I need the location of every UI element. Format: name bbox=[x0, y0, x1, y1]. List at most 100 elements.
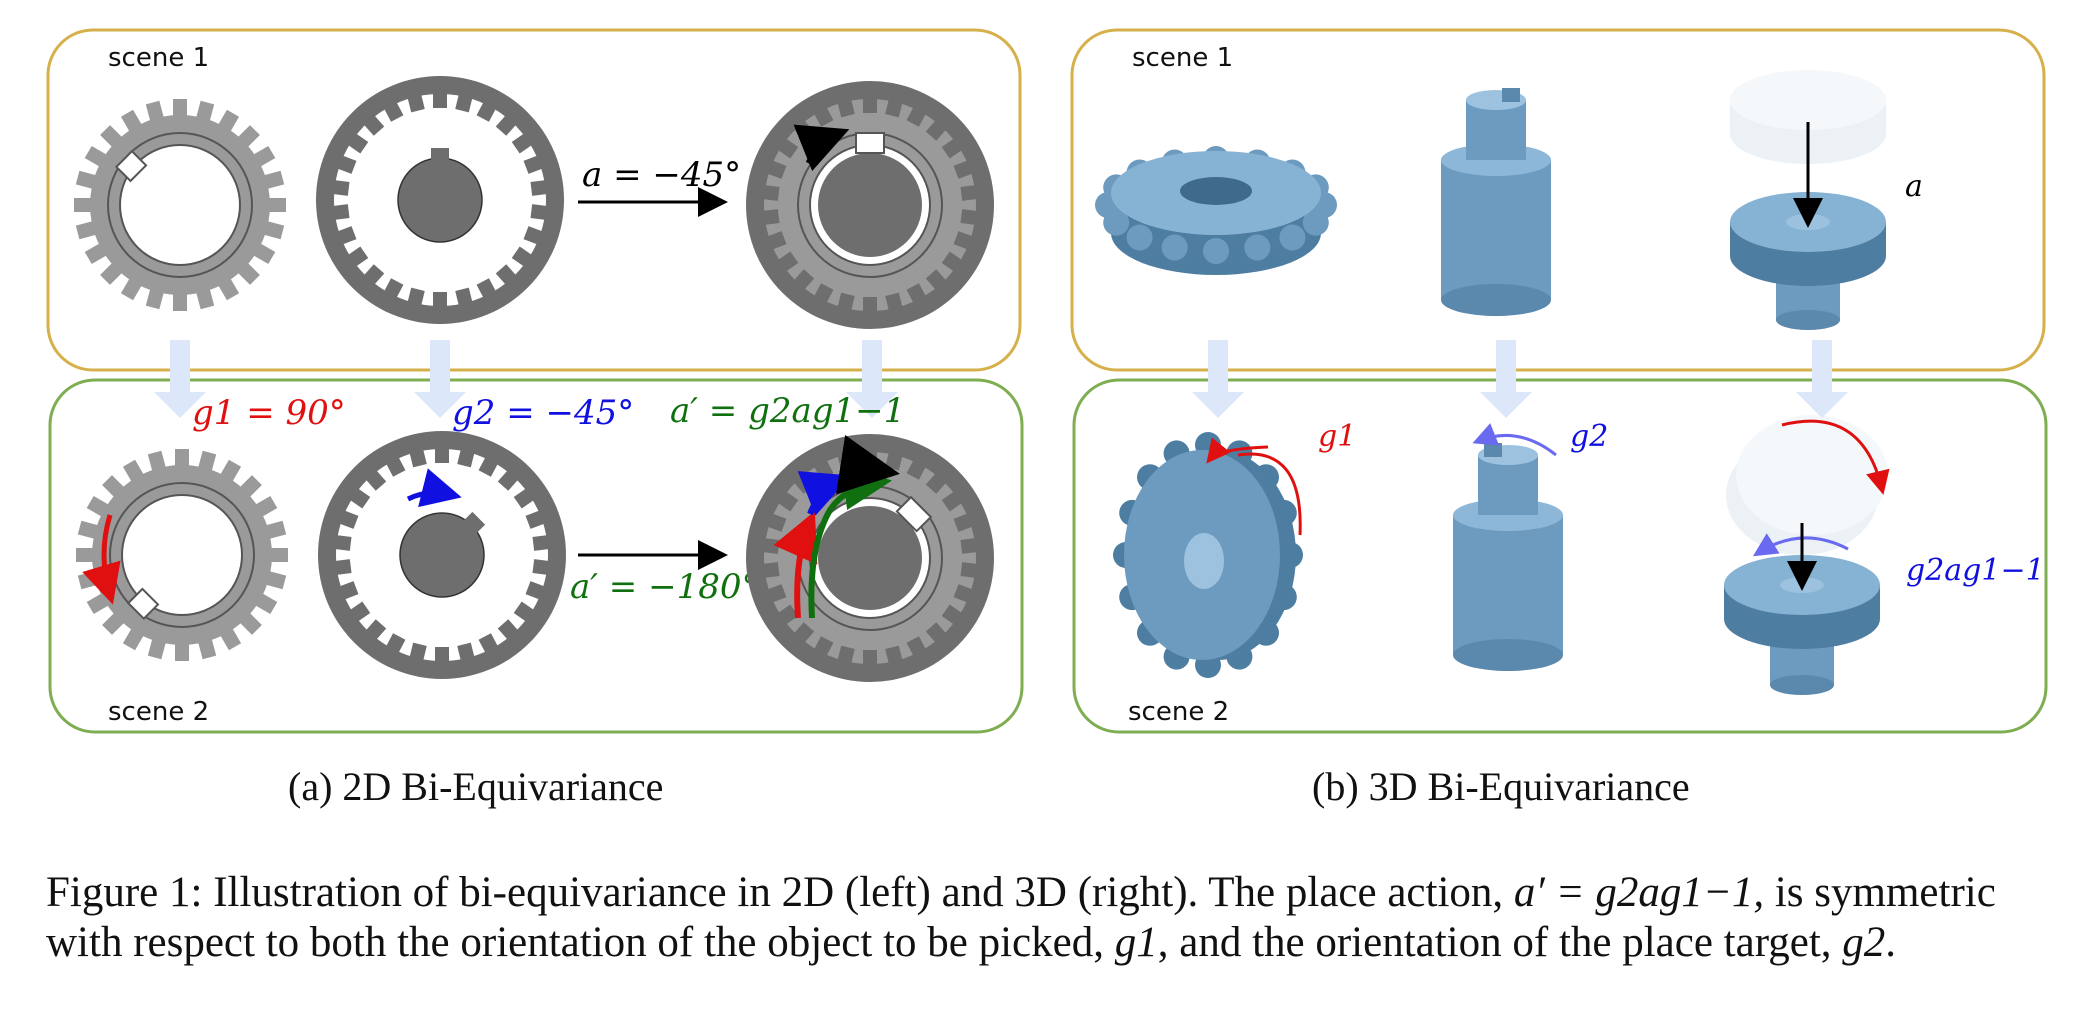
ring-tooth bbox=[385, 633, 406, 654]
ring-tooth bbox=[435, 647, 449, 663]
ring-tooth bbox=[953, 160, 974, 179]
gear-tooth bbox=[74, 198, 94, 212]
ring-tooth bbox=[497, 619, 519, 641]
ring-tooth bbox=[347, 132, 369, 154]
ring-tooth bbox=[331, 180, 350, 196]
panel-b-3d: scene 1 scene 2 bbox=[1070, 28, 2048, 809]
caption-prefix: Figure 1: Illustration of bi-equivarianc… bbox=[46, 869, 1504, 916]
ring-tooth bbox=[365, 469, 387, 491]
ring-tooth bbox=[457, 642, 475, 662]
place-result-3d-scene2 bbox=[1724, 415, 1890, 695]
ring-tooth bbox=[455, 287, 473, 307]
ring-tooth bbox=[433, 92, 447, 108]
ring-tooth bbox=[347, 246, 369, 268]
gear-tooth bbox=[1270, 584, 1297, 611]
gear-tooth bbox=[266, 198, 286, 212]
ring-tooth bbox=[885, 645, 903, 665]
ring-tooth bbox=[837, 98, 855, 118]
gear-tooth bbox=[173, 291, 187, 311]
ring-tooth bbox=[365, 619, 387, 641]
ring-tooth bbox=[455, 93, 473, 113]
a-label-3d: a bbox=[1905, 169, 1923, 204]
panel-a-caption: (a) 2D Bi-Equivariance bbox=[288, 764, 663, 809]
gear-3d-pick-scene2 bbox=[1113, 432, 1303, 678]
ring-tooth bbox=[513, 601, 535, 623]
flow-arrows-a bbox=[154, 340, 898, 418]
ring-tooth bbox=[941, 251, 963, 273]
a-prime-formula-2d: a′ = g2ag1−1 bbox=[670, 391, 905, 431]
ring-tooth bbox=[925, 269, 947, 291]
peg-3d-scene1 bbox=[1441, 88, 1551, 316]
ring-tooth bbox=[777, 604, 799, 626]
ring-tooth bbox=[530, 204, 549, 220]
ring-tooth bbox=[457, 448, 475, 468]
ring-inner-teeth bbox=[761, 97, 979, 313]
ring-tooth bbox=[349, 487, 371, 509]
g2-label-3d: g2 bbox=[1570, 419, 1608, 454]
ring-tooth bbox=[532, 535, 551, 551]
panel-b-scene1-label: scene 1 bbox=[1132, 43, 1233, 73]
place-result-2d-scene1 bbox=[746, 81, 994, 329]
ring-tooth bbox=[777, 490, 799, 512]
gear-2d-pick-scene2 bbox=[76, 449, 288, 661]
ring-tooth bbox=[813, 636, 834, 657]
ring-tooth bbox=[333, 535, 352, 551]
panel-a-scene2-label: scene 2 bbox=[108, 697, 209, 727]
ring-tooth bbox=[953, 513, 974, 532]
ring-tooth bbox=[761, 538, 780, 554]
ring-tooth bbox=[941, 490, 963, 512]
ring-tooth bbox=[885, 98, 903, 118]
ring-tooth bbox=[761, 209, 780, 225]
action-label-scene1: a = −45° bbox=[582, 155, 741, 195]
ring-tooth bbox=[837, 292, 855, 312]
gear-tooth bbox=[76, 548, 96, 562]
ring-tooth bbox=[336, 155, 357, 174]
place-target-2d-scene1 bbox=[316, 76, 564, 324]
caption-middle: is symmetric with respect to both the or… bbox=[46, 869, 1996, 966]
g1-label-3d: g1 bbox=[1318, 419, 1356, 454]
ring-tooth bbox=[363, 114, 385, 136]
ring-tooth bbox=[837, 645, 855, 665]
ring-tooth bbox=[793, 269, 815, 291]
ring-tooth bbox=[435, 447, 449, 463]
g1-label-2d: g1 = 90° bbox=[192, 393, 346, 433]
ring-tooth bbox=[525, 581, 546, 600]
ring-tooth bbox=[925, 119, 947, 141]
ring-tooth bbox=[906, 106, 927, 127]
ring-inner-teeth bbox=[333, 447, 551, 663]
ring-tooth bbox=[863, 97, 877, 113]
ring-tooth bbox=[407, 93, 425, 113]
ring-tooth bbox=[925, 472, 947, 494]
figure-caption: Figure 1: Illustration of bi-equivarianc… bbox=[46, 868, 2056, 968]
ring-tooth bbox=[953, 584, 974, 603]
ring-tooth bbox=[532, 559, 551, 575]
ring-tooth bbox=[407, 287, 425, 307]
caption-middle2: , and the orientation of the place targe… bbox=[1157, 919, 1832, 966]
ring-tooth bbox=[525, 510, 546, 529]
ring-tooth bbox=[409, 448, 427, 468]
ring-inner-teeth bbox=[331, 92, 549, 308]
ring-tooth bbox=[761, 185, 780, 201]
gear-tooth bbox=[1277, 542, 1303, 568]
ring-tooth bbox=[885, 292, 903, 312]
ring-tooth bbox=[523, 155, 544, 174]
place-target-2d-scene2 bbox=[318, 431, 566, 679]
ring-tooth bbox=[863, 450, 877, 466]
gear-3d-pick-scene1 bbox=[1095, 146, 1337, 275]
place-result-2d-scene2 bbox=[746, 434, 994, 682]
gear-tooth bbox=[1203, 238, 1229, 264]
caption-g2: g2 bbox=[1842, 919, 1886, 966]
ring-tooth bbox=[793, 622, 815, 644]
ring-tooth bbox=[777, 137, 799, 159]
ring-tooth bbox=[478, 456, 499, 477]
ring-tooth bbox=[495, 114, 517, 136]
ring-tooth bbox=[761, 562, 780, 578]
ring-tooth bbox=[349, 601, 371, 623]
formula-label-3d: g2ag1−1 bbox=[1906, 553, 2045, 588]
ring-tooth bbox=[813, 106, 834, 127]
panel-b-caption: (b) 3D Bi-Equivariance bbox=[1312, 764, 1690, 809]
ring-tooth bbox=[766, 231, 787, 250]
gear-2d-pick-scene1 bbox=[74, 99, 286, 311]
gear-tooth bbox=[1244, 234, 1271, 261]
panel-a-scene1-label: scene 1 bbox=[108, 43, 209, 73]
